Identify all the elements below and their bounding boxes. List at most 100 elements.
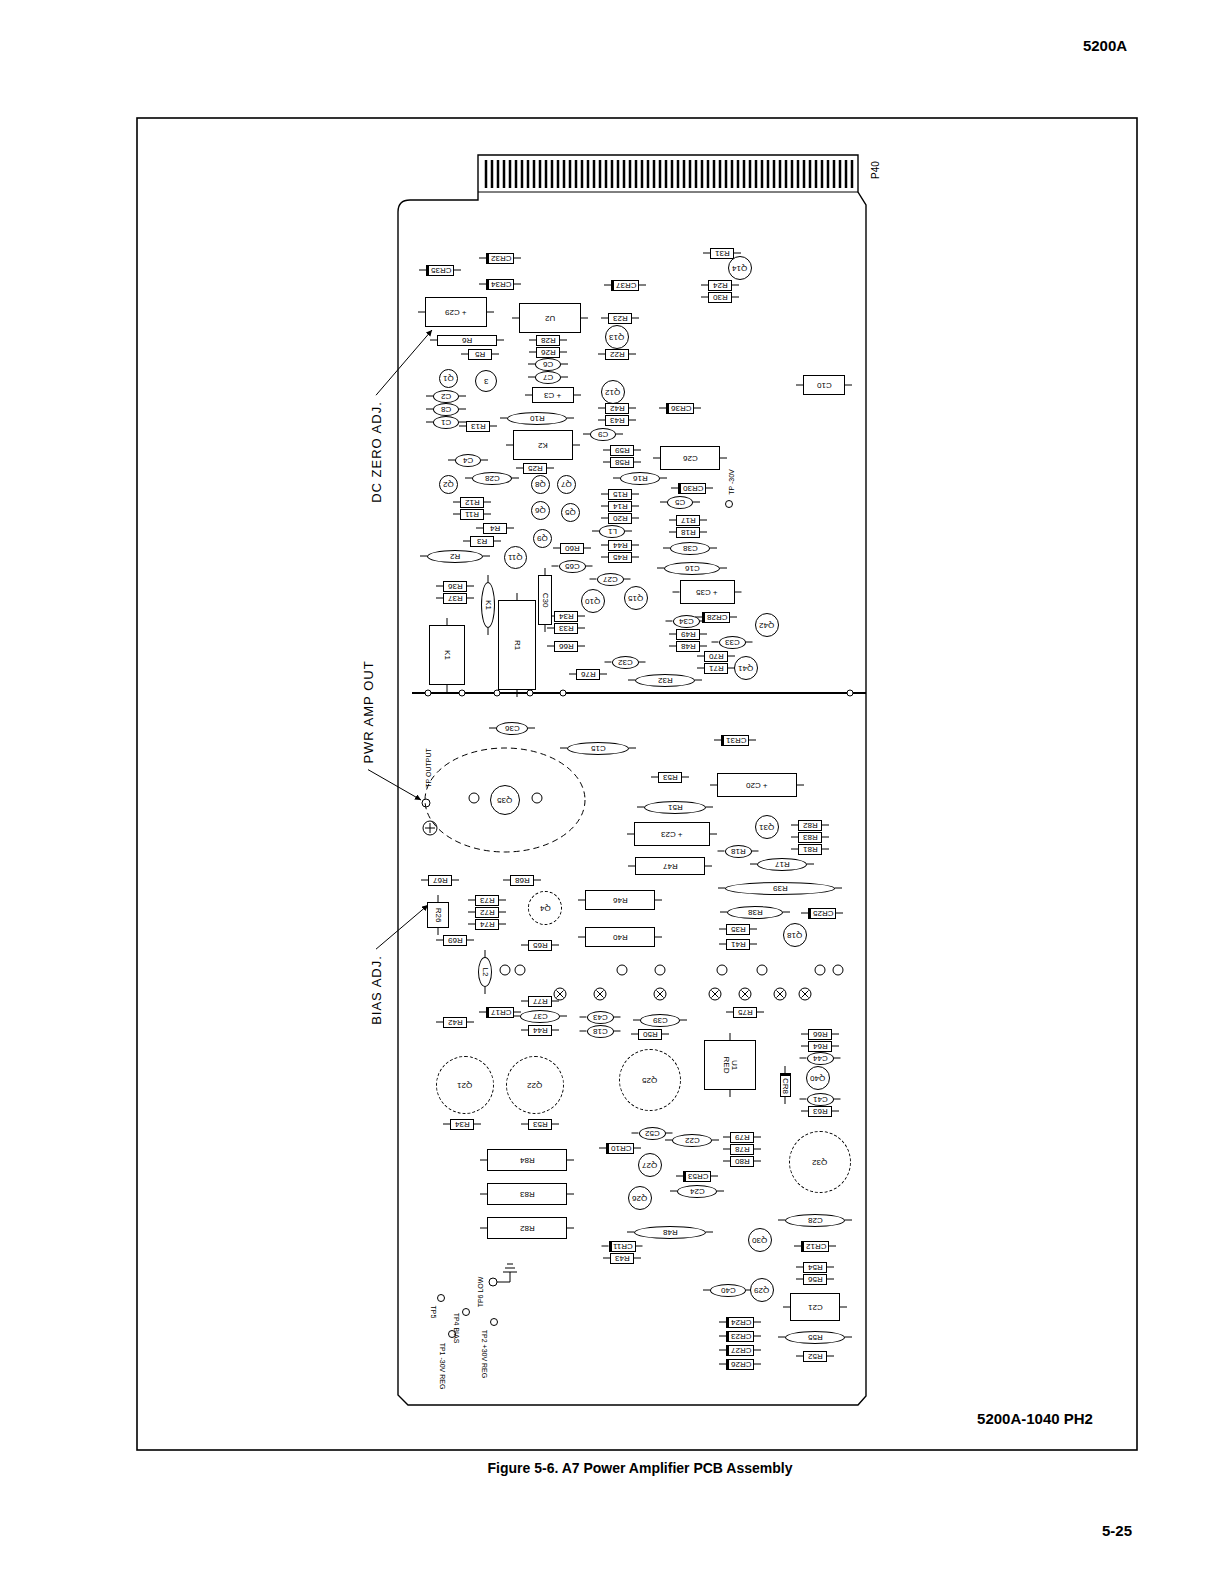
connector-finger	[635, 160, 638, 188]
pcb-hole	[500, 965, 510, 975]
connector-finger	[785, 160, 788, 188]
hole-cross	[742, 991, 749, 998]
part-label-group: C28	[808, 1216, 823, 1224]
component-lead	[730, 617, 737, 618]
component-lead	[521, 945, 528, 946]
transistor-outline: Q13	[605, 325, 629, 349]
part-label: R13	[471, 422, 486, 430]
part-label-group: R64	[813, 1042, 828, 1050]
component-lead	[453, 502, 460, 503]
component-lead	[553, 548, 560, 549]
component-lead	[693, 502, 700, 503]
part-label-group: K1	[484, 600, 492, 610]
part-label: C34	[679, 617, 694, 625]
connector-finger	[641, 160, 644, 188]
part-label: R83	[803, 833, 818, 841]
component-lead	[443, 1124, 450, 1125]
component-lead	[601, 557, 608, 558]
component-lead	[634, 462, 641, 463]
connector-finger	[599, 160, 602, 188]
part-label: R45	[613, 553, 628, 561]
component-lead	[832, 1034, 839, 1035]
part-label: R54	[808, 1263, 823, 1271]
part-label-group: CR11	[613, 1242, 633, 1250]
component-lead	[632, 545, 639, 546]
component-body: C18	[587, 1025, 614, 1038]
component-lead	[807, 864, 814, 865]
component-lead	[560, 340, 567, 341]
component-lead	[503, 880, 510, 881]
diode-body: CR25	[808, 908, 836, 919]
component-lead	[706, 488, 713, 489]
connector-finger	[581, 160, 584, 188]
part-label: R76	[581, 670, 596, 678]
part-label: R17	[681, 516, 696, 524]
part-label-group: C8	[441, 405, 451, 413]
component-body: R1	[498, 600, 536, 690]
component-lead	[461, 354, 468, 355]
resistor-body: R70	[704, 651, 728, 662]
connector-finger	[821, 160, 824, 188]
component-lead	[534, 880, 541, 881]
component-body: C1	[433, 416, 459, 429]
part-label-group: Q4	[540, 904, 551, 912]
component-body: C41	[807, 1093, 834, 1106]
component-body: + C20	[717, 773, 797, 797]
part-label-group: R11	[465, 510, 479, 518]
component-lead	[735, 592, 742, 593]
component-lead	[670, 1191, 677, 1192]
part-label: R33	[559, 624, 574, 632]
component-lead	[632, 557, 639, 558]
part-label-group: + C20	[746, 781, 768, 789]
component-lead	[705, 866, 712, 867]
resistor-body: R44	[608, 540, 632, 551]
resistor-body: R79	[730, 1132, 754, 1143]
part-label: L1	[608, 527, 617, 535]
connector-finger	[677, 160, 680, 188]
component-lead	[561, 377, 568, 378]
transistor-outline: Q5	[561, 503, 580, 522]
component-lead	[604, 285, 611, 286]
component-lead	[560, 748, 567, 749]
part-label-group: L2	[481, 968, 489, 977]
component-lead	[723, 1137, 730, 1138]
part-label: CR36	[671, 404, 691, 412]
connector-finger	[491, 160, 494, 188]
part-label-group: R30	[713, 293, 728, 301]
part-label-group: Q30	[752, 1236, 767, 1244]
component-body: R46	[585, 890, 655, 910]
part-label-group: C9	[598, 430, 608, 438]
component-lead	[489, 728, 496, 729]
component-lead	[490, 426, 497, 427]
part-label: CR24	[731, 1318, 751, 1326]
component-lead	[682, 777, 689, 778]
component-lead	[676, 1176, 683, 1177]
component-lead	[628, 680, 635, 681]
resistor-body: R25	[523, 463, 547, 474]
part-label-group: Q31	[759, 823, 774, 831]
part-label-group: R6	[462, 336, 472, 344]
part-label-group: C1	[441, 418, 451, 426]
diode-body: CR17	[486, 1007, 514, 1018]
part-label: Q21	[457, 1081, 472, 1089]
part-label: C32	[618, 658, 633, 666]
resistor-body: R30	[708, 292, 732, 303]
part-label-group: R78	[735, 1145, 750, 1153]
part-label: C27	[603, 575, 618, 583]
part-label: CR27	[731, 1346, 751, 1354]
board-outline	[398, 155, 866, 1405]
component-lead	[655, 937, 662, 938]
part-label-group: Q12	[605, 388, 620, 396]
component-lead	[468, 912, 475, 913]
mounting-screw	[532, 793, 542, 803]
part-label: Q5	[565, 508, 576, 516]
transistor-outline: Q14	[728, 256, 752, 280]
stand-off	[425, 690, 431, 696]
component-lead	[800, 1058, 807, 1059]
stand-off	[560, 690, 566, 696]
resistor-body: R44	[528, 1025, 552, 1036]
part-label: R43	[615, 1254, 630, 1262]
component-lead	[719, 929, 726, 930]
part-label-group: C15	[591, 744, 606, 752]
part-label-group: Q25	[642, 1076, 657, 1084]
